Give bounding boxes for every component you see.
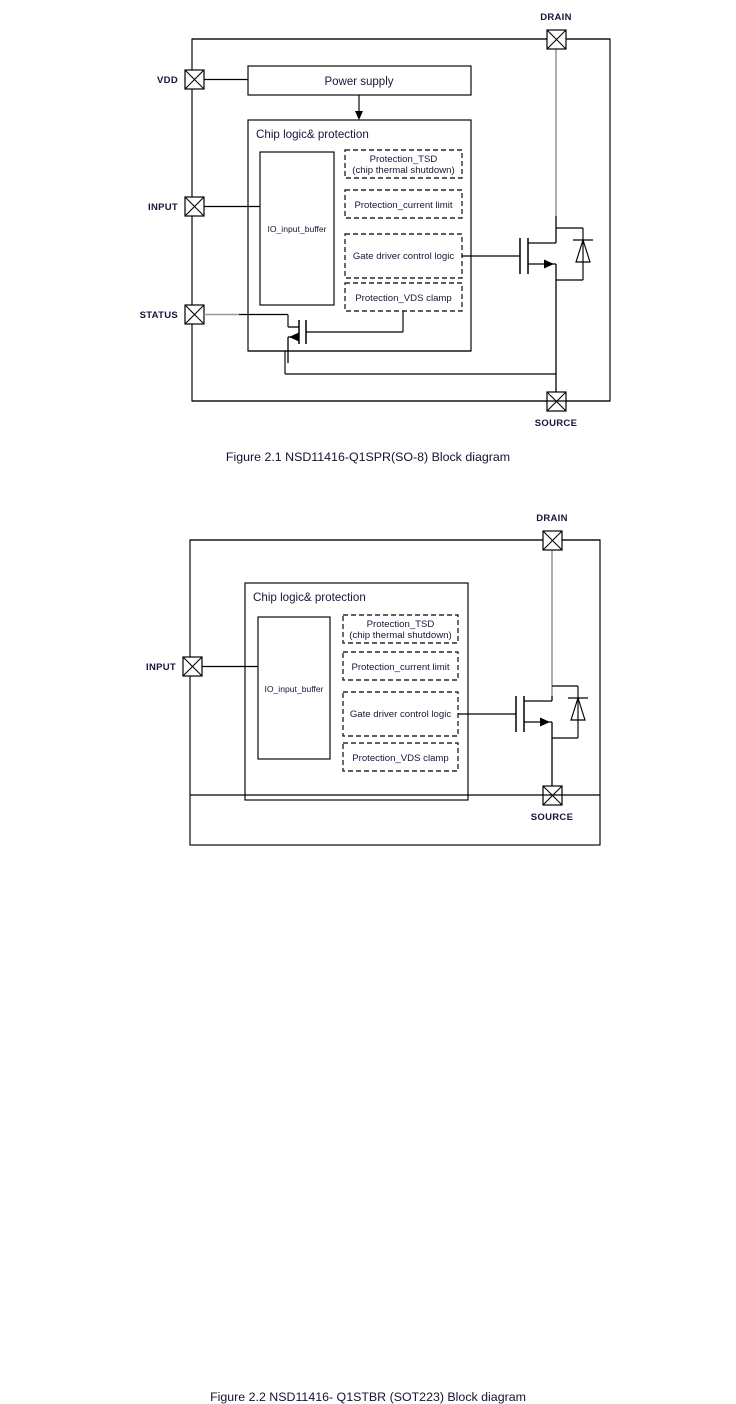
- block-chip-logic-label: Chip logic& protection: [256, 128, 369, 141]
- mosfet-main-source-arrow: [544, 259, 554, 269]
- block-protection-vds-clamp-label: Protection_VDS clamp: [355, 293, 452, 304]
- pin-input-2: [182, 656, 203, 677]
- pin-label-drain: DRAIN: [540, 12, 572, 23]
- mosfet-main: [519, 216, 557, 400]
- block-gate-driver-label: Gate driver control logic: [353, 251, 455, 262]
- pin-label-source-2: SOURCE: [531, 812, 573, 823]
- pin-input-cross-b-2: [182, 656, 203, 677]
- pin-vdd: [184, 69, 205, 90]
- block-protection-current-limit-label-2: Protection_current limit: [351, 662, 449, 673]
- block-protection-tsd-label-1-2: Protection_TSD: [367, 619, 435, 630]
- pin-input-cross-b: [184, 196, 205, 217]
- block-protection-current-limit: [344, 189, 463, 219]
- block-protection-vds-clamp: [344, 282, 463, 312]
- block-diagram-so8: DRAIN VDD Power supply Chip logic& prote…: [0, 0, 736, 480]
- pin-drain: [546, 29, 567, 50]
- block-gate-driver-2: [342, 691, 459, 737]
- pin-label-vdd: VDD: [157, 75, 178, 86]
- mosfet-status: [287, 311, 404, 363]
- body-diode-triangle-2: [570, 696, 586, 721]
- block-protection-tsd-2: [342, 614, 459, 644]
- block-protection-tsd-label-2: (chip thermal shutdown): [352, 165, 454, 176]
- figure-2-caption: Figure 2.2 NSD11416- Q1STBR (SOT223) Blo…: [210, 1390, 526, 1404]
- block-power-supply-label: Power supply: [324, 76, 393, 88]
- block-gate-driver-label-2: Gate driver control logic: [350, 709, 452, 720]
- pin-input: [184, 196, 205, 217]
- body-diode-main-2: [552, 685, 588, 739]
- block-protection-tsd: [344, 149, 463, 179]
- block-protection-tsd-label-1: Protection_TSD: [370, 154, 438, 165]
- body-diode-main: [556, 227, 593, 281]
- mosfet-main-source-arrow-2: [540, 717, 550, 727]
- pin-drain-cross-b: [546, 29, 567, 50]
- pin-status-cross-b: [184, 304, 205, 325]
- block-protection-vds-clamp-2: [342, 742, 459, 772]
- block-io-input-buffer-label-2: IO_input_buffer: [264, 684, 323, 694]
- pin-vdd-cross-b: [184, 69, 205, 90]
- block-protection-current-limit-2: [342, 651, 459, 681]
- block-io-input-buffer: [259, 151, 335, 306]
- schematic-so8: DRAIN VDD Power supply Chip logic& prote…: [140, 12, 611, 429]
- mosfet-main-2: [515, 696, 553, 795]
- block-chip-logic-label-2: Chip logic& protection: [253, 591, 366, 604]
- body-diode-triangle: [575, 238, 591, 263]
- mosfet-status-source-arrow: [289, 332, 299, 342]
- block-protection-current-limit-label: Protection_current limit: [354, 200, 452, 211]
- figure-1-caption: Figure 2.1 NSD11416-Q1SPR(SO-8) Block di…: [225, 450, 511, 464]
- block-io-input-buffer-label: IO_input_buffer: [267, 224, 326, 234]
- schematic-sot223: DRAIN Chip logic& protection IO_input_bu…: [146, 513, 601, 846]
- block-protection-tsd-label-2-2: (chip thermal shutdown): [349, 630, 451, 641]
- block-io-input-buffer-2: [257, 616, 331, 760]
- pin-label-input-2: INPUT: [146, 662, 176, 673]
- pin-drain-cross-b-2: [542, 530, 563, 551]
- pin-drain-2: [542, 530, 563, 551]
- pin-label-input: INPUT: [148, 202, 178, 213]
- pin-label-drain-2: DRAIN: [536, 513, 568, 524]
- block-diagram-sot223: DRAIN Chip logic& protection IO_input_bu…: [0, 490, 736, 1404]
- block-protection-vds-clamp-label-2: Protection_VDS clamp: [352, 753, 449, 764]
- pin-label-status: STATUS: [140, 310, 178, 321]
- arrow-power-to-logic: [355, 111, 363, 120]
- pin-label-source: SOURCE: [535, 418, 577, 429]
- pin-status: [184, 304, 205, 325]
